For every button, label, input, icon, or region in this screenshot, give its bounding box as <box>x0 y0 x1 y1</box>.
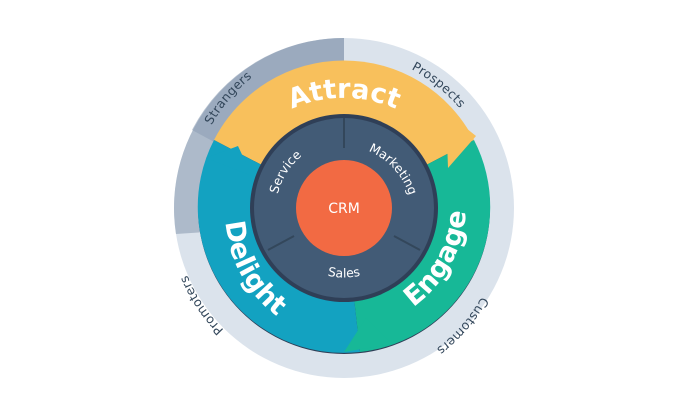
team-divider-right <box>393 235 421 251</box>
phase-attract-arrow-tip <box>446 112 476 168</box>
core-label: CRM <box>328 201 360 217</box>
core: CRM <box>296 160 392 256</box>
team-divider-left <box>267 235 295 251</box>
team-label-sales: Sales <box>327 264 361 281</box>
phase-delight-arrow-tip <box>206 146 252 176</box>
core-circle <box>296 160 392 256</box>
phase-engage-arrow-tip <box>344 318 392 352</box>
